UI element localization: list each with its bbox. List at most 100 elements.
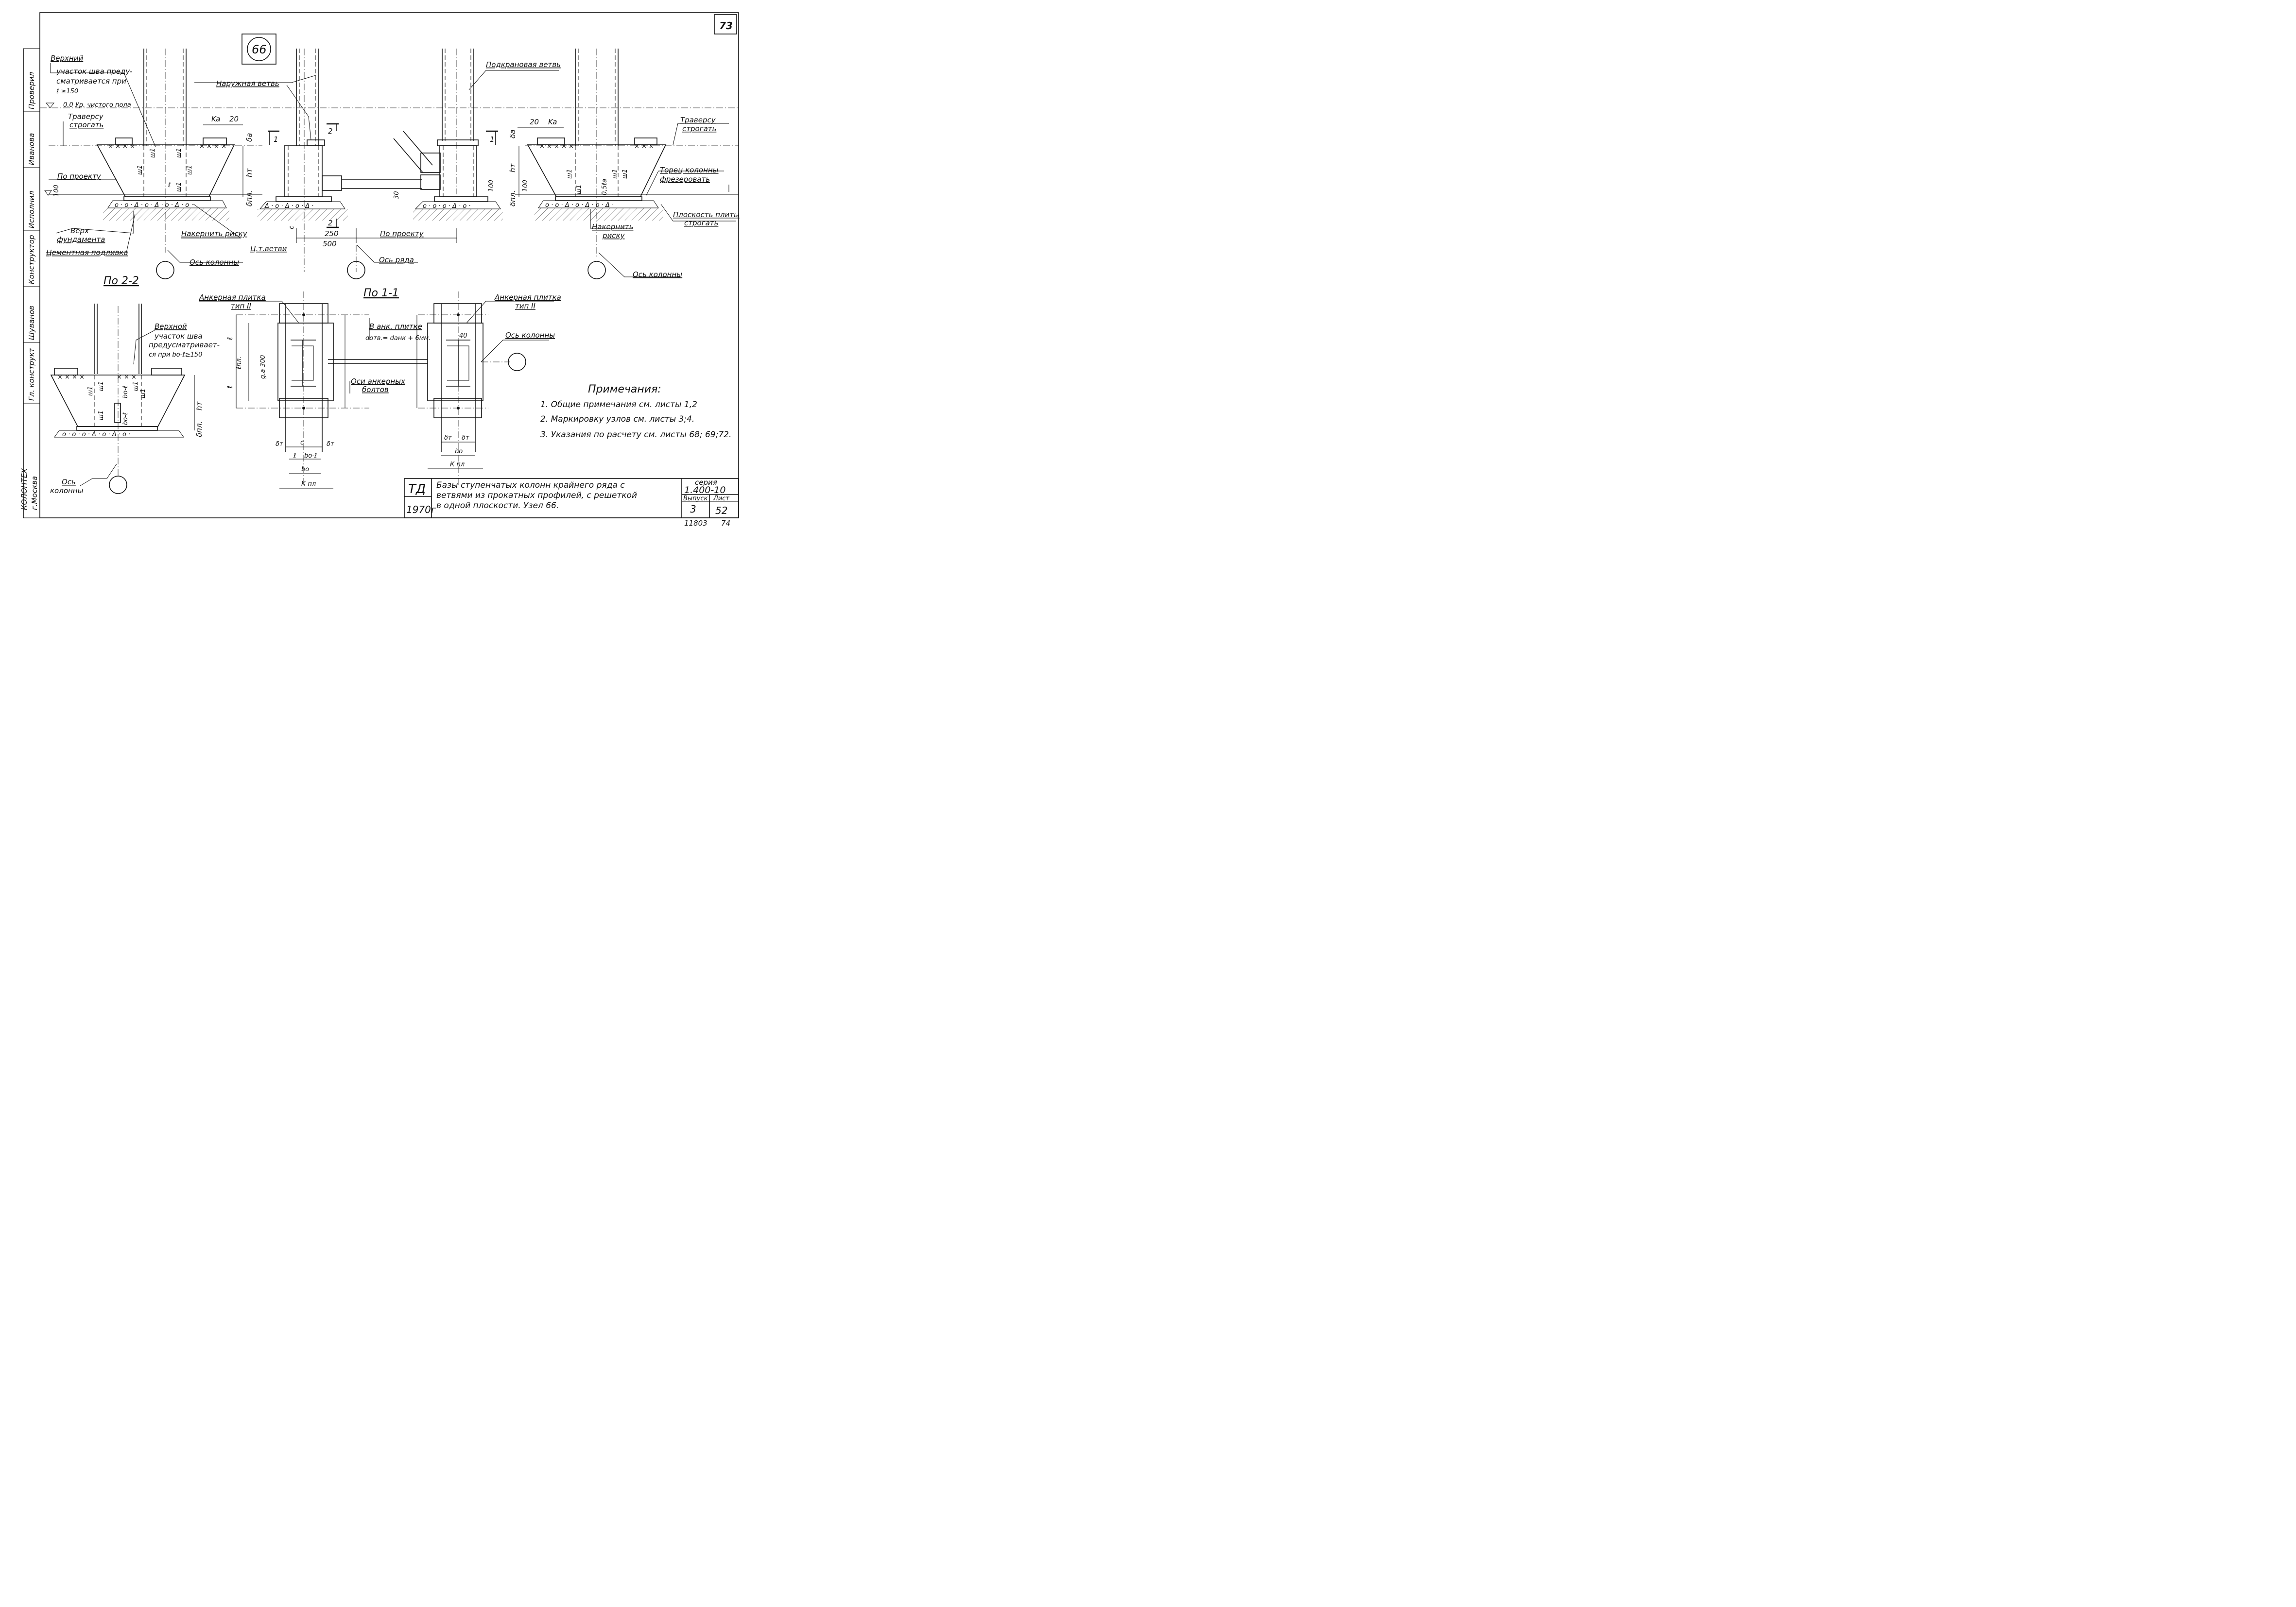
view-middle-elevation: Δ · o · Δ · o · Δ · 1 2 2 с 250 500 По п…: [194, 49, 559, 279]
weld-mark: ш1: [575, 185, 583, 194]
drawing-sheet: Гл. конструкт Шуванов Конструктор Исполн…: [20, 12, 740, 527]
dim-kpl-r: К пл: [450, 461, 465, 468]
stamp-chief: Гл. конструкт: [27, 347, 36, 401]
view-left-elevation: × × × × × × × × o · o · Δ · o · Δ · o · …: [40, 49, 739, 279]
dim-20-r: 20: [530, 118, 539, 126]
svg-text:× × × ×: × × × ×: [57, 374, 85, 381]
dim-dt-l1: δт: [276, 441, 283, 448]
outer-branch: Наружная ветвь: [216, 79, 279, 88]
row-axis: Ось ряда: [379, 256, 414, 264]
middle-labels: Наружная ветвь Подкрановая ветвь Ц.т.вет…: [216, 60, 561, 264]
note-2: 2. Маркировку узлов см. листы 3;4.: [540, 414, 694, 424]
anchor-l-2: тип II: [231, 302, 251, 310]
dim-ht-r: hт: [508, 163, 517, 172]
anchor-bolts-2: болтов: [362, 385, 389, 394]
title-block: ТД 1970г Базы ступенчатых колонн крайнег…: [404, 478, 739, 527]
anchor-r-1: Анкерная плитка: [494, 293, 561, 302]
node-id: 66: [252, 43, 267, 56]
stamp-name2: Иванова: [27, 133, 36, 165]
dim-by-project: По проекту: [380, 229, 424, 238]
dim-ht: hт: [245, 168, 254, 177]
dim-dt-r1: δт: [444, 434, 452, 442]
left-labels: Верхний участок шва преду- сматривается …: [45, 54, 248, 267]
dim-250: 250: [325, 229, 339, 238]
col-axis-3: Ось колонны: [505, 331, 555, 340]
clean-floor: 0.0 Ур. чистого пола: [63, 102, 131, 109]
punch-r-2: риску: [602, 231, 625, 240]
dim-30: 30: [393, 191, 400, 199]
page-number: 73: [719, 20, 733, 32]
weld-mark: ш1: [137, 165, 144, 175]
tb-archive-r: 74: [721, 519, 730, 527]
dim-ht-s: hт: [195, 401, 204, 410]
weld-mark: ш1: [566, 169, 573, 179]
anchor-note-1: В анк. плитке: [369, 322, 422, 331]
tb-archive-l: 11803: [684, 519, 708, 527]
weld-mark: ш1: [175, 148, 183, 158]
crane-branch: Подкрановая ветвь: [486, 60, 561, 69]
dim-c-2: с: [300, 439, 304, 446]
svg-text:o · o · Δ · o · Δ · o · Δ ·: o · o · Δ · o · Δ · o · Δ ·: [545, 202, 614, 209]
weld-mark: ш1: [98, 410, 105, 420]
svg-text:× × ×: × × ×: [634, 143, 654, 150]
upper-weld-2-2: участок шва: [154, 332, 203, 341]
weld-mark: ш1: [175, 182, 183, 192]
foundation-1: Верх: [70, 226, 89, 235]
dim-dt-l2: δт: [327, 441, 334, 448]
dim-hpl-s: δпл.: [195, 421, 204, 437]
sheet-frame: [39, 12, 739, 518]
sec-2-b: 2: [328, 219, 333, 227]
stamp-checked: Проверил: [27, 72, 36, 109]
dim-half: 0,5ℓa: [601, 179, 608, 195]
plate-plane-1: Плоскость плиты: [673, 210, 740, 219]
dim-500: 500: [323, 239, 337, 248]
upper-weld-2-4: ся при bo-ℓ≥150: [149, 351, 202, 359]
dim-hpl-r: δпл.: [508, 190, 517, 206]
dim-bo-l: bo: [301, 466, 309, 473]
branch-ct: Ц.т.ветви: [250, 244, 287, 253]
col-axis-4-1: Ось: [62, 478, 76, 486]
weld-mark: ш1: [87, 386, 94, 396]
weld-mark: ш1: [139, 389, 147, 398]
tb-sheet: 52: [715, 505, 727, 516]
dim-kpl-l: К пл: [301, 480, 316, 488]
dim-bo-r: bo: [455, 448, 463, 455]
sec-1-r: 1: [490, 135, 495, 144]
section-2-2-title: По 2-2: [104, 275, 139, 287]
section-1-1-title: По 1-1: [363, 287, 399, 299]
sec-2-t: 2: [328, 127, 333, 136]
tb-sheet-label: Лист: [713, 495, 729, 502]
traverse-1: Траверсу: [68, 112, 104, 121]
sec-1-l: 1: [274, 135, 278, 144]
tb-year: 1970г: [406, 504, 436, 515]
dim-hpl: δпл.: [245, 190, 254, 206]
anchor-l-1: Анкерная плитка: [199, 293, 266, 302]
weld-mark: ш1: [149, 148, 156, 158]
dim-ka: Ka: [211, 115, 221, 123]
dim-ha: δa: [245, 133, 254, 142]
weld-mark: ш1: [621, 169, 629, 179]
tb-series: 1.400-10: [684, 485, 725, 496]
tb-org: ТД: [408, 482, 426, 496]
notes: Примечания: 1. Общие примечания см. лист…: [540, 383, 731, 440]
dim-bol-b: bo-ℓ: [304, 452, 317, 460]
weld-mark: ш1: [612, 169, 619, 179]
view-right-elevation: × × × × × × × × o · o · Δ · o · Δ · o · …: [508, 49, 739, 279]
svg-text:× × × ×: × × × ×: [108, 143, 135, 150]
svg-text:Δ · o · Δ · o · Δ ·: Δ · o · Δ · o · Δ ·: [264, 203, 313, 210]
plate-plane-2: строгать: [684, 219, 718, 227]
note-1: 1. Общие примечания см. листы 1,2: [540, 400, 697, 410]
dim-40: 40: [459, 332, 467, 340]
notes-title: Примечания:: [588, 383, 661, 395]
foundation-2: фундамента: [57, 235, 105, 244]
stamp-constructor: Конструктор: [27, 235, 36, 284]
column-end-2: фрезеровать: [660, 175, 710, 184]
punch-mark: Накернить риску: [181, 229, 248, 238]
traverse-r-2: строгать: [682, 124, 716, 133]
stamp-name1: Шуванов: [27, 306, 36, 340]
dim-100: 100: [53, 185, 60, 197]
cement: Цементная подливка: [46, 248, 128, 257]
dim-c: с: [288, 226, 295, 229]
city: г.Москва: [30, 476, 39, 510]
dim-lpl: ℓпл.: [236, 357, 243, 370]
